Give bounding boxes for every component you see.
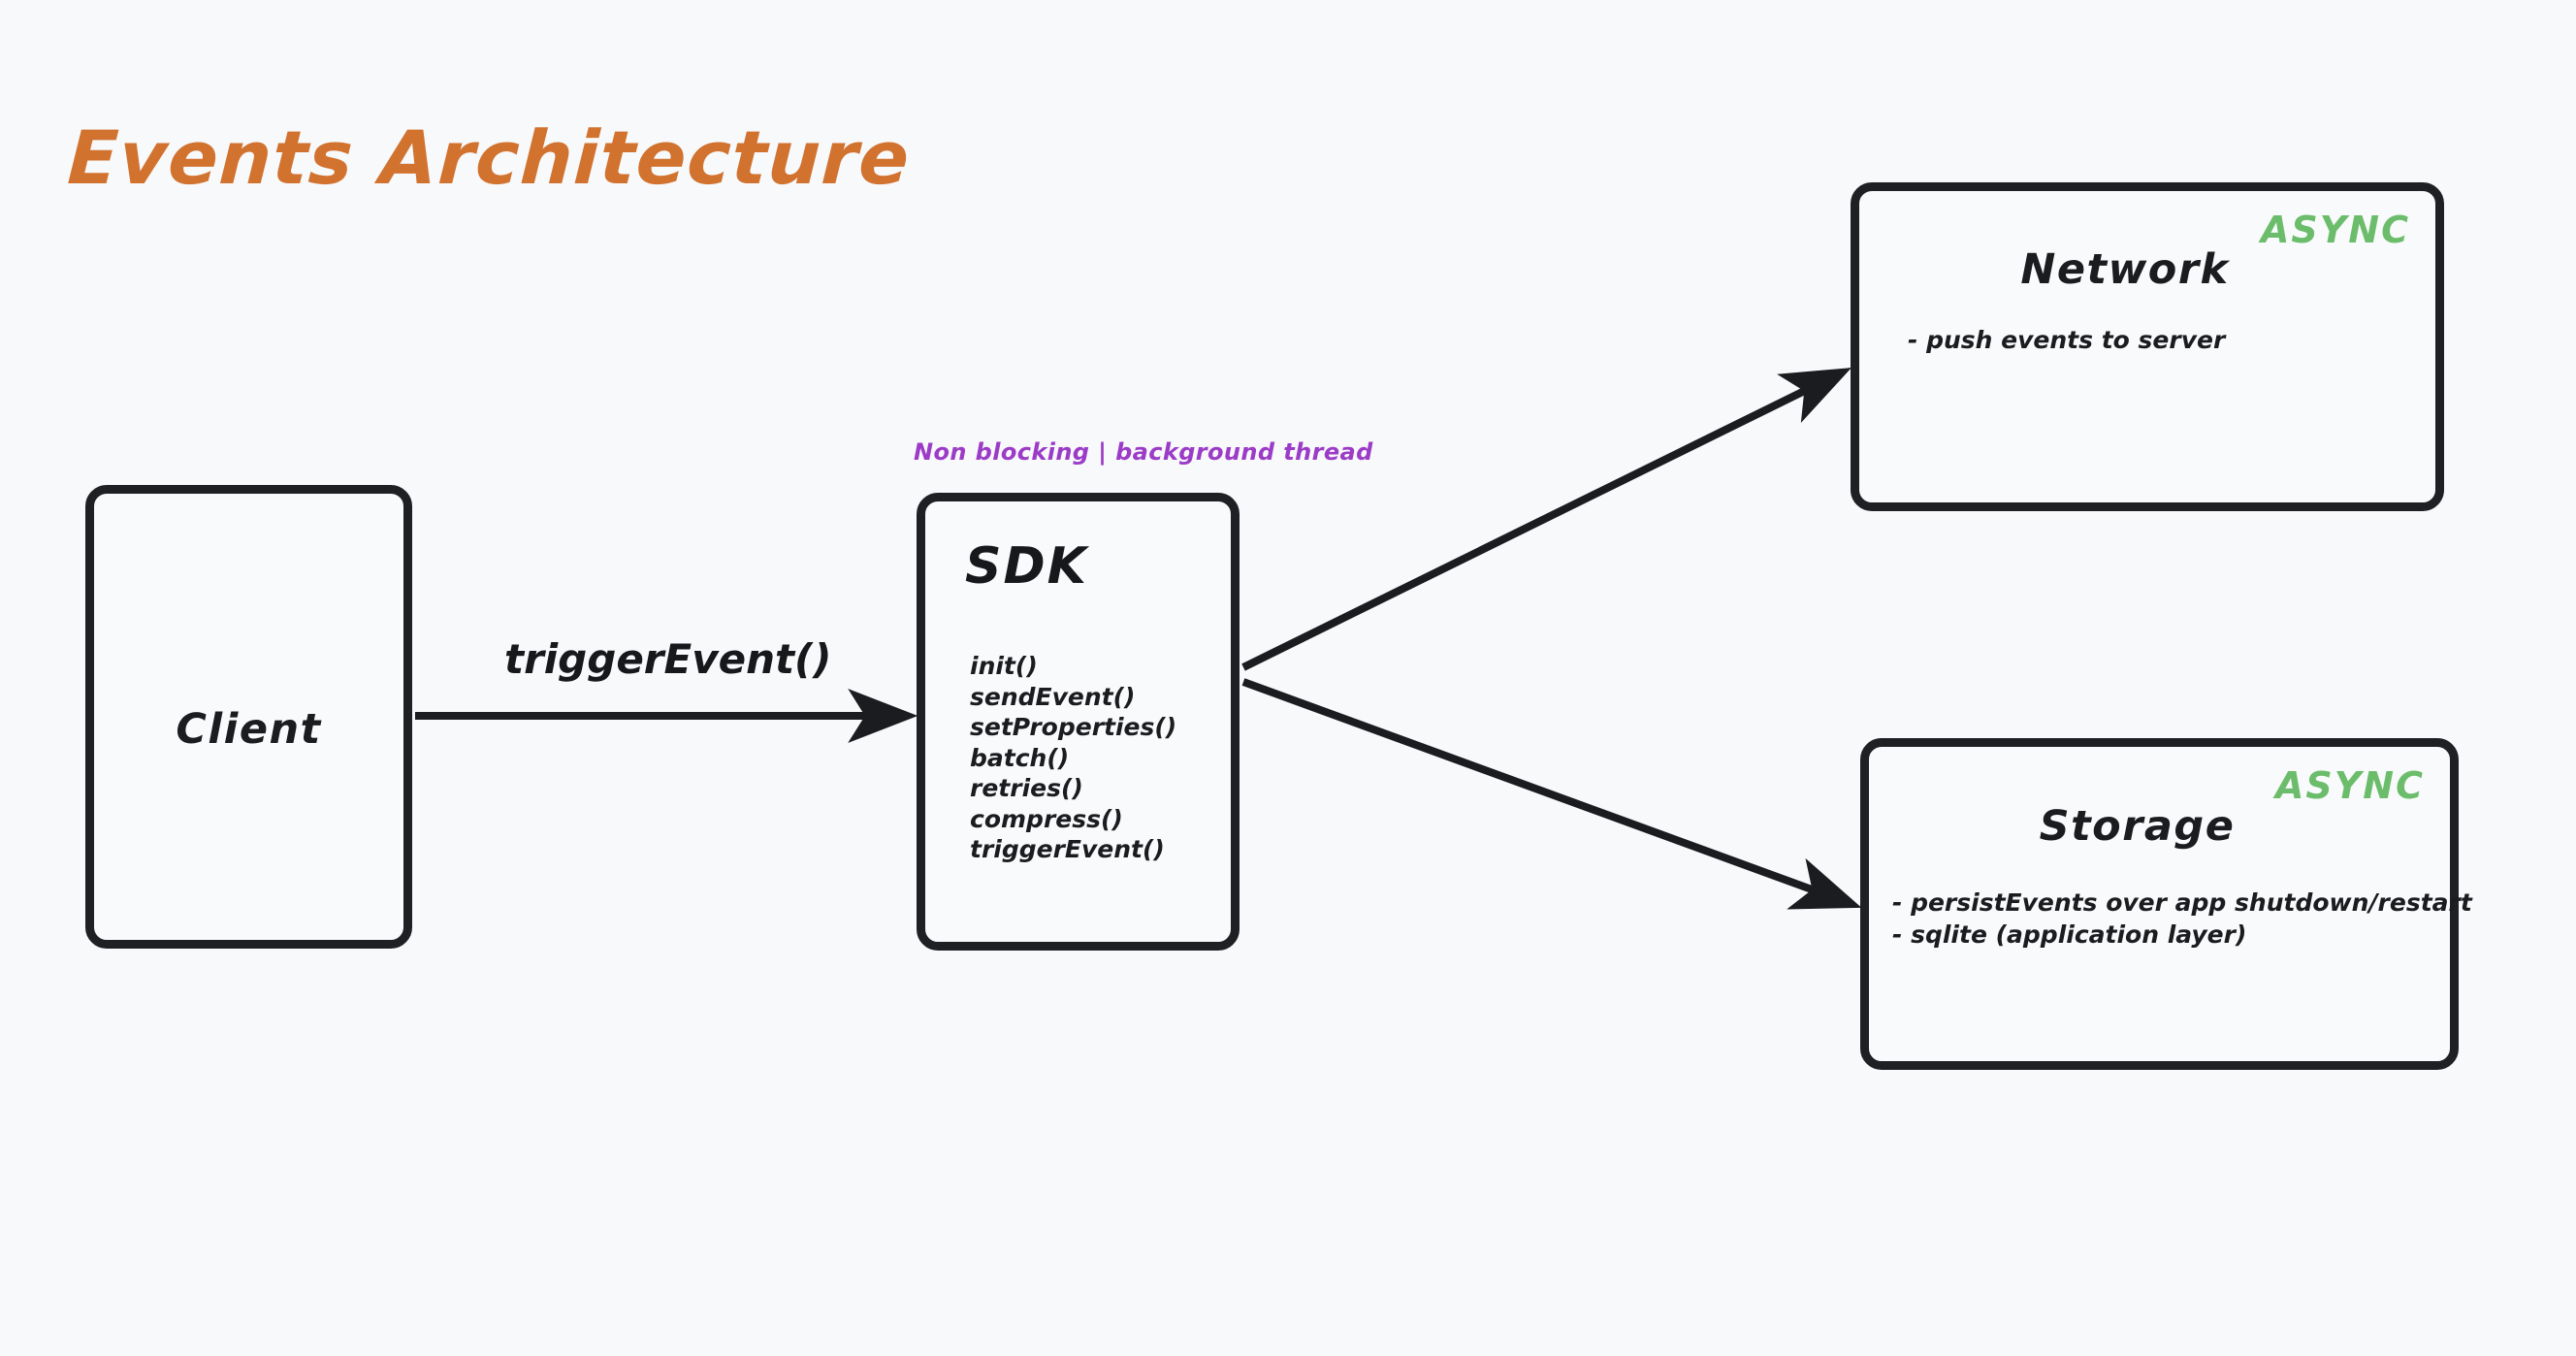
network-bullet-list: - push events to server <box>1908 324 2225 356</box>
storage-bullet-list: - persistEvents over app shutdown/restar… <box>1892 887 2472 951</box>
sdk-method: setProperties() <box>970 713 1177 741</box>
network-title: Network <box>2020 245 2230 294</box>
sdk-method: retries() <box>970 774 1083 802</box>
sdk-title: SDK <box>965 537 1088 596</box>
storage-title: Storage <box>2039 802 2236 851</box>
node-network[interactable]: Network ASYNC - push events to server <box>1851 182 2444 511</box>
sdk-caption: Non blocking | background thread <box>914 438 1373 466</box>
node-storage[interactable]: Storage ASYNC - persistEvents over app s… <box>1860 738 2472 1070</box>
sdk-method-list: init() sendEvent() setProperties() batch… <box>970 651 1176 865</box>
client-title: Client <box>176 705 322 754</box>
network-async-badge: ASYNC <box>2261 209 2410 251</box>
node-client[interactable]: Client <box>85 485 412 949</box>
node-sdk[interactable]: SDK init() sendEvent() setProperties() b… <box>917 493 1240 951</box>
network-bullet: - push events to server <box>1908 326 2226 354</box>
sdk-method: batch() <box>970 743 1070 772</box>
edge-sdk-to-storage <box>1241 678 1862 910</box>
edge-label-trigger-event: triggerEvent() <box>504 635 832 683</box>
storage-bullet: - persistEvents over app shutdown/restar… <box>1892 888 2472 917</box>
storage-async-badge: ASYNC <box>2275 764 2425 807</box>
sdk-method: triggerEvent() <box>970 835 1165 863</box>
storage-bullet: - sqlite (application layer) <box>1892 920 2247 949</box>
sdk-method: compress() <box>970 804 1123 833</box>
sdk-method: init() <box>970 652 1038 680</box>
page-title: Events Architecture <box>65 114 913 201</box>
edge-sdk-to-network <box>1241 368 1852 671</box>
sdk-method: sendEvent() <box>970 682 1136 711</box>
